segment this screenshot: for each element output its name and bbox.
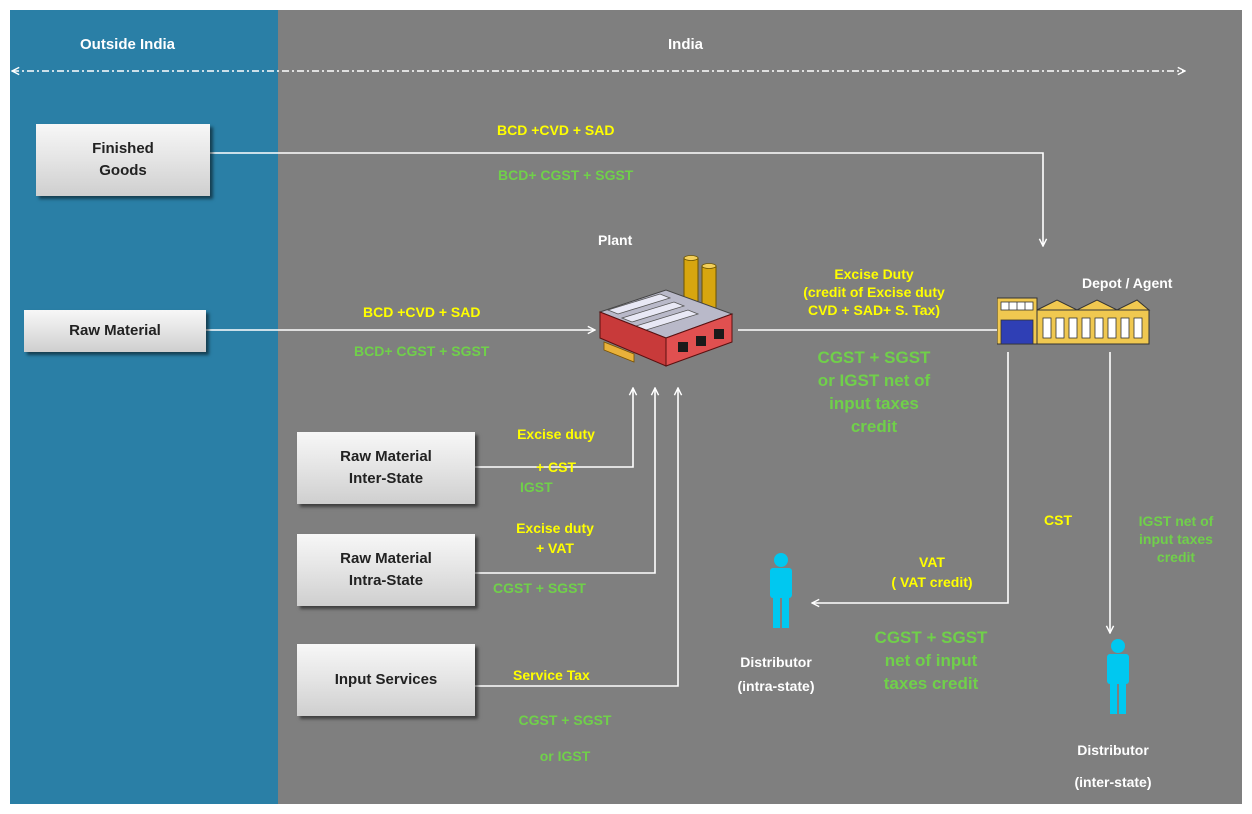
rm-intra-line2: Intra-State	[348, 572, 424, 589]
inter-line1: Excise duty	[517, 426, 595, 442]
vat-line1: VAT	[919, 554, 945, 570]
distributor-inter-line1: Distributor	[1077, 742, 1149, 758]
finished-goods-line2: Goods	[99, 162, 147, 179]
gst-line2: or IGST net of	[817, 371, 931, 390]
distributor-intra-label: Distributor (intra-state)	[737, 650, 814, 698]
outside-india-label: Outside India	[80, 36, 176, 53]
finished-goods-box: Finished Goods	[36, 124, 210, 196]
depot-label: Depot / Agent	[1082, 275, 1173, 291]
factory-icon	[598, 255, 734, 367]
distributor-inter-line2: (inter-state)	[1074, 774, 1152, 790]
intra-line2: + VAT	[535, 540, 574, 556]
gst-line1: CGST + SGST	[817, 348, 931, 367]
plant-label: Plant	[598, 232, 633, 248]
svc-gst-line2: or IGST	[539, 748, 591, 764]
service-tax-current: Service Tax	[513, 667, 590, 683]
rm-intra-line1: Raw Material	[340, 550, 432, 567]
vat-line2: ( VAT credit)	[891, 574, 973, 590]
intra-distributor-gst-tax: CGST + SGST net of input taxes credit	[875, 626, 988, 695]
svc-gst-line1: CGST + SGST	[518, 712, 612, 728]
finished-goods-current-tax: BCD +CVD + SAD	[497, 122, 615, 138]
distributor-inter-person-icon	[1107, 639, 1129, 714]
depot-building-icon	[997, 297, 1151, 345]
cst-gst-line1: IGST net of	[1138, 513, 1214, 529]
inter-distributor-gst-tax: IGST net of input taxes credit	[1139, 512, 1214, 566]
gst-line3: input taxes	[829, 394, 919, 413]
rm-inter-line2: Inter-State	[348, 470, 424, 487]
finished-goods-arrow	[210, 152, 1043, 246]
plant-to-depot-gst-tax: CGST + SGST or IGST net of input taxes c…	[818, 346, 931, 438]
excise-line2: (credit of Excise duty	[803, 284, 945, 300]
input-services-box: Input Services	[297, 644, 475, 716]
cst-gst-line2: input taxes	[1139, 531, 1213, 547]
excise-duty-current-tax: Excise Duty (credit of Excise duty CVD +…	[803, 265, 945, 319]
intra-state-arrow	[475, 388, 655, 574]
finished-goods-line1: Finished	[92, 140, 154, 157]
inter-line2: + CST	[535, 459, 577, 475]
rm-inter-line1: Raw Material	[340, 448, 432, 465]
distributor-intra-line2: (intra-state)	[737, 678, 815, 694]
intra-state-gst-tax: CGST + SGST	[493, 580, 586, 596]
inter-state-current-tax: Excise duty + CST	[517, 418, 595, 484]
inter-state-gst-tax: IGST	[520, 479, 553, 495]
raw-material-intra-state-box: Raw Material Intra-State	[297, 534, 475, 606]
cst-current-tax: CST	[1044, 512, 1072, 528]
vat-gst-line3: taxes credit	[883, 674, 979, 693]
vat-gst-line2: net of input	[884, 651, 978, 670]
finished-goods-gst-tax: BCD+ CGST + SGST	[498, 167, 634, 183]
distributor-intra-person-icon	[770, 553, 792, 628]
gst-line4: credit	[850, 417, 898, 436]
input-services-arrow	[475, 388, 678, 687]
raw-material-gst-tax: BCD+ CGST + SGST	[354, 343, 490, 359]
vat-gst-line1: CGST + SGST	[874, 628, 988, 647]
distributor-intra-line1: Distributor	[740, 654, 812, 670]
depot-to-intra-distributor-arrow	[812, 352, 1009, 603]
input-services-gst-tax: CGST + SGST or IGST	[519, 702, 612, 774]
distributor-inter-label: Distributor (inter-state)	[1074, 734, 1151, 798]
cst-gst-line3: credit	[1156, 549, 1196, 565]
raw-material-box: Raw Material	[24, 310, 206, 352]
raw-material-current-tax: BCD +CVD + SAD	[363, 304, 481, 320]
excise-line1: Excise Duty	[834, 266, 914, 282]
intra-state-current-tax: Excise duty + VAT	[516, 518, 594, 558]
excise-line3: CVD + SAD+ S. Tax)	[807, 302, 940, 318]
raw-material-inter-state-box: Raw Material Inter-State	[297, 432, 475, 504]
intra-line1: Excise duty	[516, 520, 594, 536]
india-label: India	[668, 36, 704, 53]
vat-current-tax: VAT ( VAT credit)	[891, 552, 972, 592]
inter-state-arrow	[475, 388, 633, 468]
